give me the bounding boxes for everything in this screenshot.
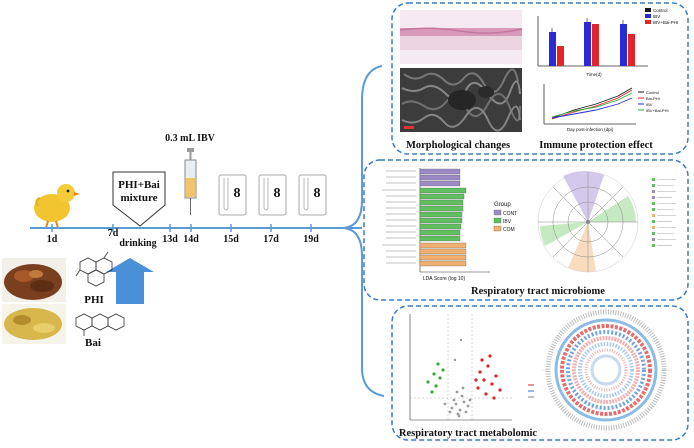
legend-swatch-ibv — [645, 14, 651, 18]
legend-swatch-ibv-baiphi — [645, 20, 651, 24]
lda-group-legend: Group CONT IBV COM — [493, 202, 517, 233]
bar-chart-legend: Control IBV IBV+Bai-PHI — [645, 8, 678, 25]
line-legend-ibv-baiphi: IBV+Bai-PHI — [646, 108, 669, 113]
phi-structure — [75, 251, 113, 287]
lda-group-cont: CONT — [503, 211, 517, 217]
injection-label: 0.3 mL IBV — [165, 133, 216, 144]
tube-count-19d: 8 — [314, 186, 321, 201]
microbiome-caption: Respiratory tract microbiome — [471, 286, 605, 297]
sample-tube-19d: 8 — [298, 174, 327, 216]
day-label-1d: 1d — [47, 234, 58, 245]
line-chart-legend: Control Bai-PHI IBV IBV+Bai-PHI — [638, 90, 669, 113]
lda-group-com: COM — [503, 227, 515, 233]
mixture-label-line2: mixture — [120, 192, 157, 204]
metabolomic-caption: Respiratory tract metabolomic — [399, 428, 538, 439]
line-legend-ibv: IBV — [646, 102, 653, 107]
phi-herb-photo — [2, 258, 66, 302]
sem-image — [400, 68, 522, 132]
bar-chart-xlabel: Time(d) — [586, 72, 602, 77]
timeline-ticks — [51, 224, 312, 232]
volcano-plot — [409, 314, 512, 421]
immune-line-chart: Day post-infection (dpi) — [543, 84, 636, 132]
chick-illustration — [34, 184, 80, 229]
drinking-label: drinking — [119, 238, 156, 249]
immune-bar-chart: Time(d) — [537, 16, 648, 77]
histology-image — [399, 10, 523, 64]
cladogram-legend — [652, 178, 676, 247]
lda-xlabel: LDA Score (log 10) — [423, 276, 466, 282]
legend-ibv: IBV — [653, 14, 660, 19]
sample-tube-17d: 8 — [258, 174, 287, 216]
connector-brace — [343, 65, 385, 397]
day-label-14d: 14d — [183, 234, 199, 245]
syringe-illustration — [184, 148, 197, 215]
tube-count-15d: 8 — [234, 186, 241, 201]
phi-label: PHI — [84, 294, 104, 306]
lda-group-title: Group — [494, 202, 511, 208]
morph-caption: Morphological changes — [406, 140, 510, 151]
legend-control: Control — [653, 8, 668, 13]
mixture-box: PHI+Bai mixture — [112, 171, 166, 227]
line-legend-baiphi: Bai-PHI — [646, 96, 660, 101]
mixture-label-line1: PHI+Bai — [118, 179, 160, 191]
day-label-17d: 17d — [263, 234, 279, 245]
bai-structure — [75, 313, 125, 336]
legend-ibv-baiphi: IBV+Bai-PHI — [653, 20, 678, 25]
circular-plot-legend — [528, 384, 534, 398]
bai-label: Bai — [85, 337, 101, 349]
day-label-19d: 19d — [303, 234, 319, 245]
sample-tube-15d: 8 — [218, 174, 247, 216]
cladogram — [537, 171, 639, 273]
tube-count-17d: 8 — [274, 186, 281, 201]
lda-group-ibv: IBV — [503, 219, 512, 225]
panel-mid — [363, 159, 689, 301]
legend-swatch-control — [645, 8, 651, 12]
day-label-13d: 13d — [162, 234, 178, 245]
day-label-7d: 7d — [108, 228, 119, 239]
bai-herb-photo — [2, 304, 66, 344]
panel-bottom — [391, 305, 689, 441]
lda-bar-chart: LDA Score (log 10) — [382, 168, 490, 282]
immune-caption: Immune protection effect — [539, 140, 653, 151]
line-chart-xlabel: Day post-infection (dpi) — [567, 127, 614, 132]
circular-metabolite-plot — [542, 306, 670, 434]
blue-up-arrow — [106, 258, 154, 304]
line-legend-control: Control — [646, 90, 659, 95]
day-label-15d: 15d — [223, 234, 239, 245]
